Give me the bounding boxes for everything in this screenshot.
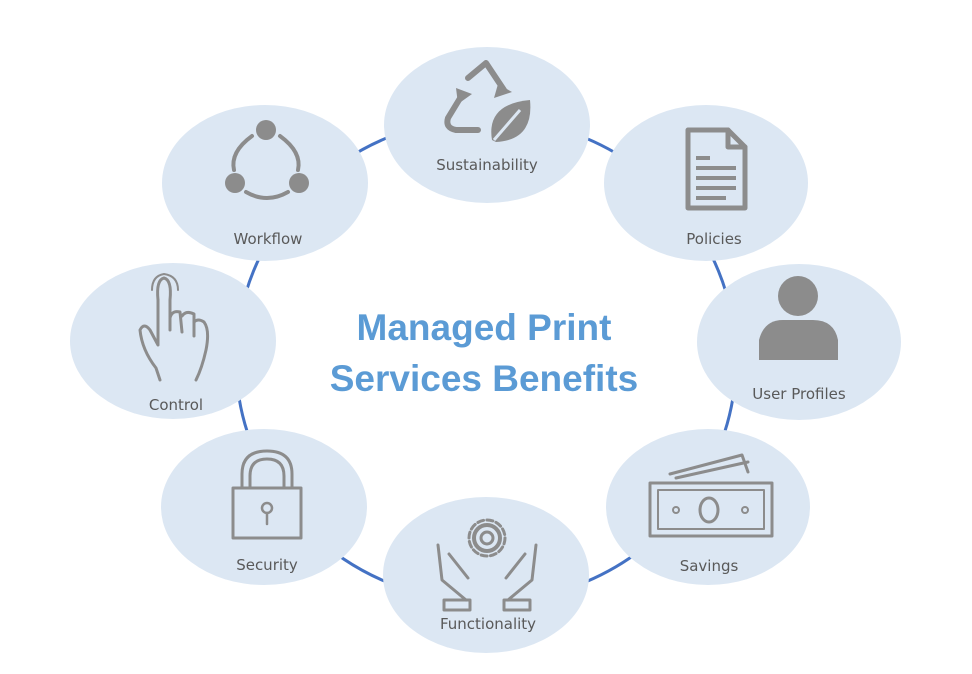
label-user-profiles: User Profiles [752, 385, 846, 403]
recycle-leaf-icon [444, 60, 531, 142]
node-sustainability: Sustainability [384, 47, 590, 203]
node-policies: Policies [604, 105, 808, 261]
padlock-icon [231, 449, 303, 540]
money-icon [648, 453, 774, 538]
node-user-profiles: User Profiles [697, 264, 901, 420]
node-workflow: Workflow [162, 105, 368, 261]
label-security: Security [236, 556, 298, 574]
title-line-2: Services Benefits [330, 358, 639, 399]
label-control: Control [149, 396, 203, 414]
title-line-1: Managed Print [357, 307, 612, 348]
label-policies: Policies [686, 230, 742, 248]
node-savings: Savings [606, 429, 810, 585]
label-savings: Savings [680, 557, 739, 575]
user-icon [759, 276, 838, 360]
node-functionality: Functionality [383, 497, 589, 653]
label-functionality: Functionality [440, 615, 536, 633]
node-security: Security [161, 429, 367, 585]
workflow-icon [225, 120, 309, 200]
node-control: Control [70, 263, 276, 419]
hands-gear-icon [436, 518, 538, 612]
pointing-hand-icon [138, 273, 210, 382]
document-icon [685, 127, 748, 211]
label-sustainability: Sustainability [436, 156, 538, 174]
label-workflow: Workflow [234, 230, 303, 248]
